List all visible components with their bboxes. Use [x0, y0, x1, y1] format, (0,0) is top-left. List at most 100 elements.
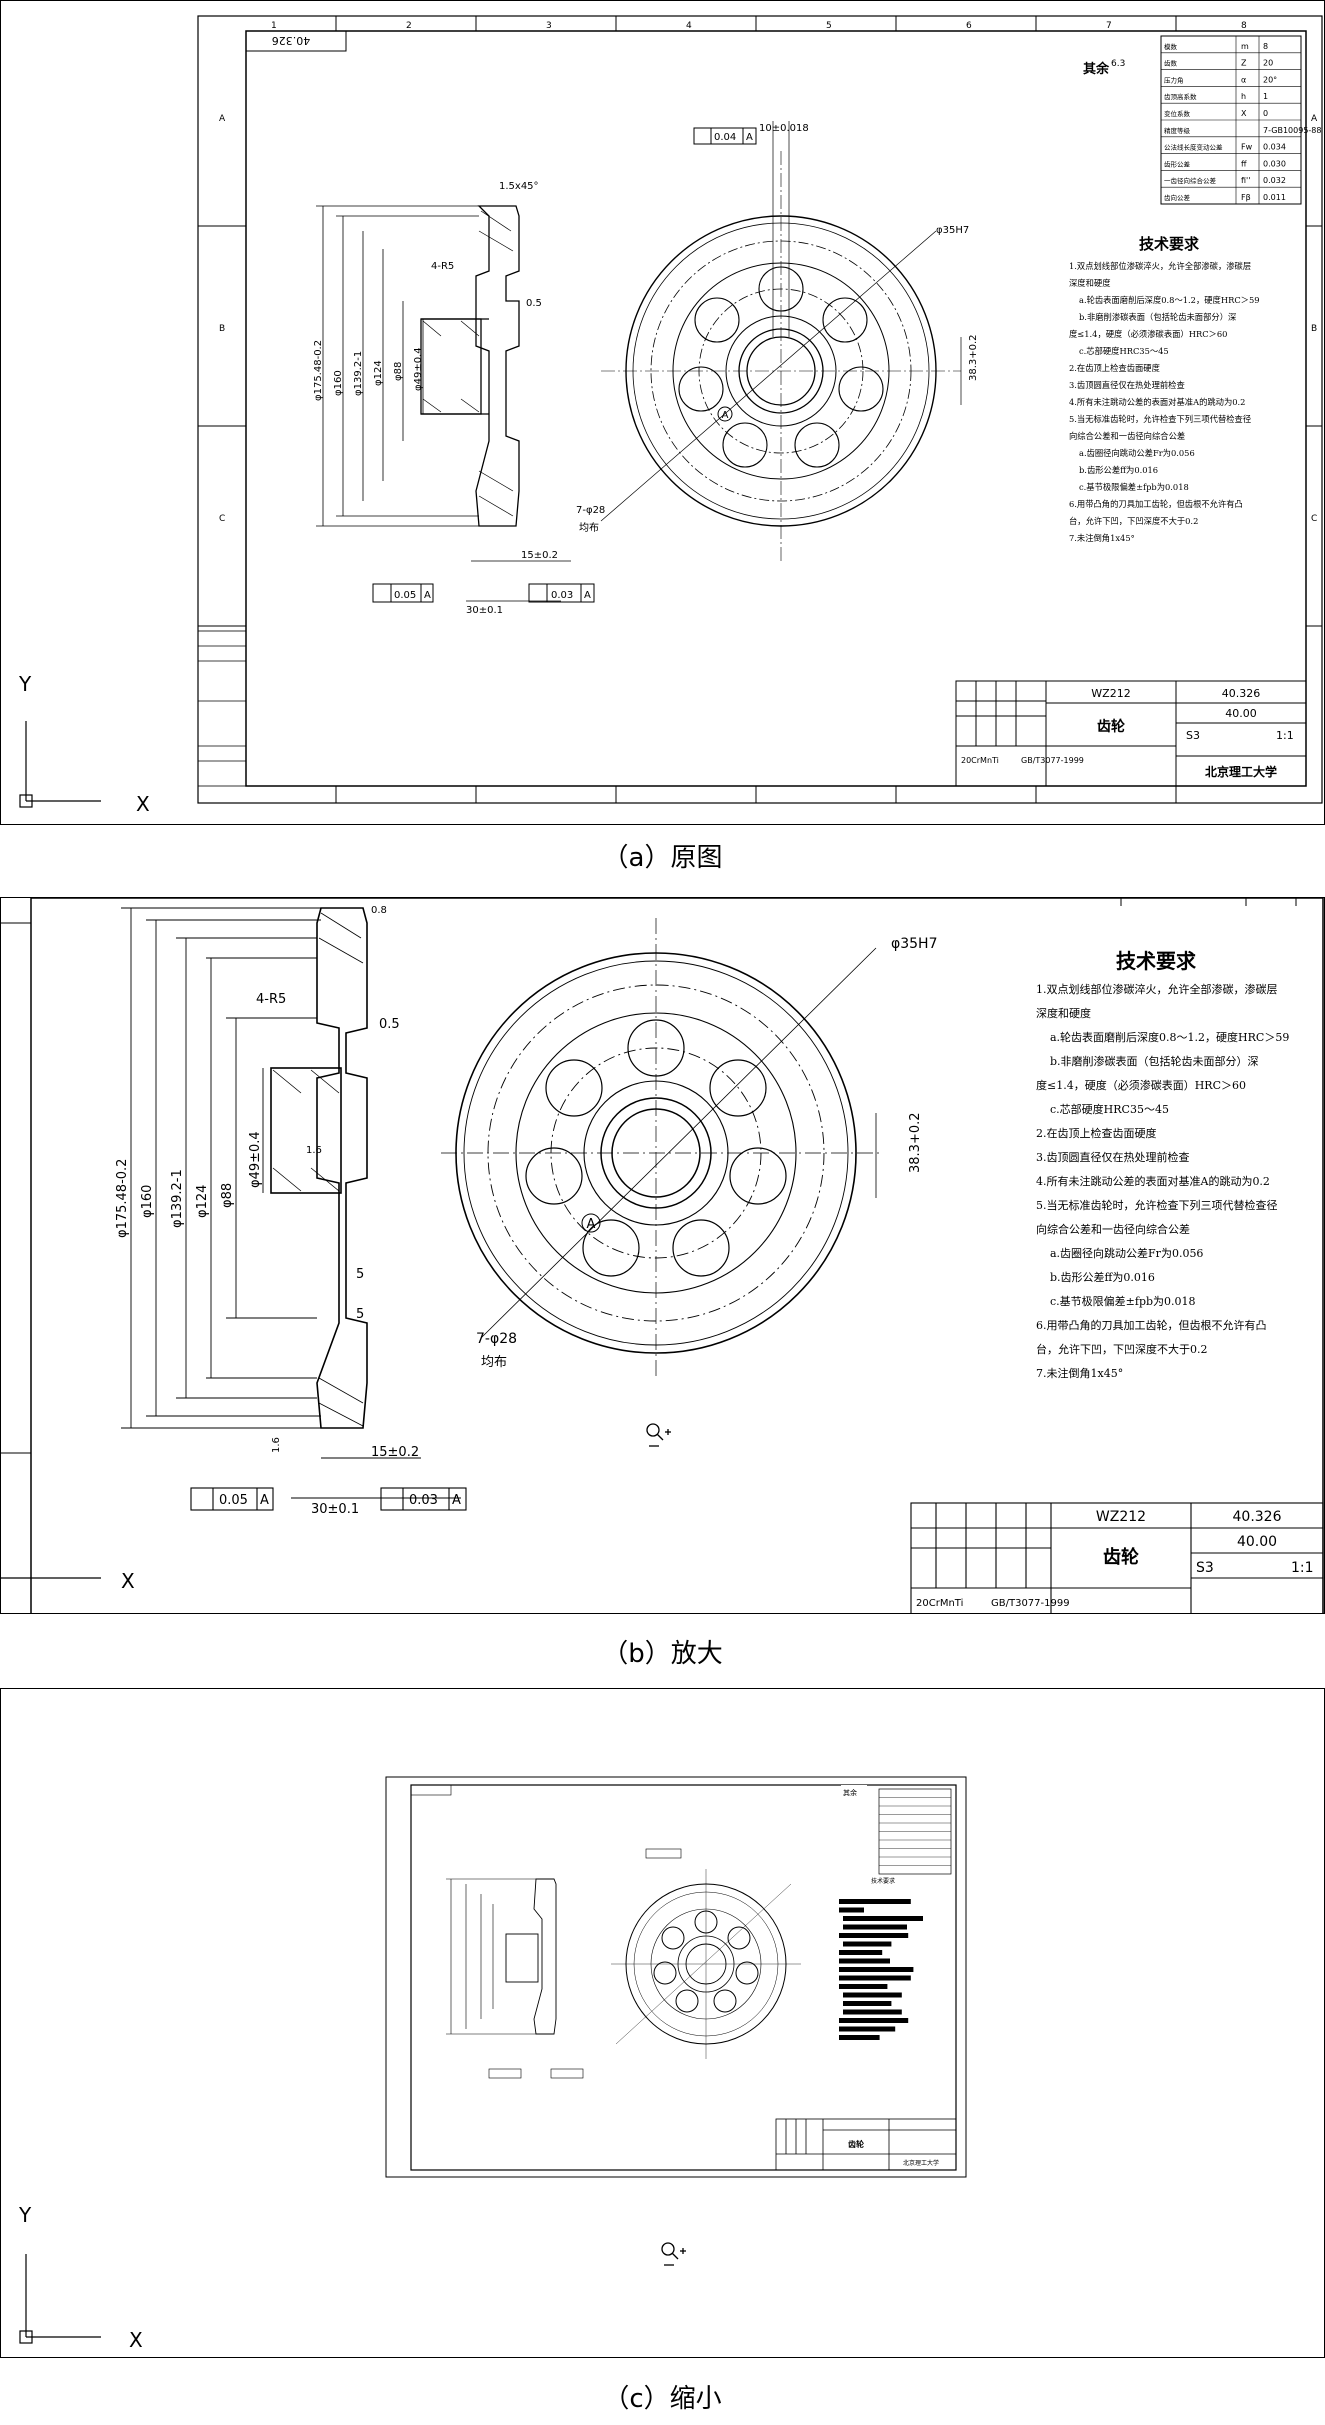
- param-value: 1: [1263, 92, 1268, 101]
- param-value: 20°: [1263, 75, 1277, 84]
- runout-2: 0.03: [551, 590, 573, 601]
- tb-school: 北京理工大学: [1205, 764, 1277, 779]
- caxis-x-label: X: [129, 2328, 143, 2352]
- ztech-item: 2.在齿顶上检查齿面硬度: [1036, 1126, 1157, 1140]
- param-symbol: h: [1241, 92, 1246, 101]
- tech-item: c.基节极限偏差±fpb为0.018: [1079, 482, 1189, 492]
- drawing-canvas-zoomed-out[interactable]: 齿轮 北京理工大学 其余 技术要求 Y X: [1, 1689, 1325, 2358]
- tech-item: b.非磨削渗碳表面（包括轮齿未面部分）深: [1079, 312, 1236, 322]
- tech-item: b.齿形公差ff为0.016: [1079, 465, 1158, 475]
- zdim-r08: 0.8: [371, 905, 387, 916]
- param-name: 齿数: [1164, 59, 1178, 68]
- ztech-item: b.非磨削渗碳表面（包括轮齿未面部分）深: [1050, 1054, 1259, 1068]
- panel-zoom-in: φ175.48-0.2 φ160 φ139.2-1 φ124 φ88 φ49±0…: [0, 897, 1325, 1614]
- svg-text:3: 3: [546, 21, 552, 31]
- mini-tech-line: [839, 2035, 880, 2040]
- ztb-material: 20CrMnTi: [916, 1598, 963, 1609]
- param-name: 公法线长度变动公差: [1164, 143, 1223, 152]
- ztech-item: c.基节极限偏差±fpb为0.018: [1050, 1294, 1196, 1308]
- zdim-w15: 15±0.2: [371, 1445, 419, 1460]
- mini-tech-line: [839, 1933, 909, 1938]
- roughness-note: 其余: [1083, 61, 1110, 77]
- ztech-item: 台，允许下凹，下凹深度不大于0.2: [1036, 1342, 1208, 1356]
- ztb-stage: S3: [1196, 1560, 1214, 1576]
- mini-tech-line: [839, 1975, 911, 1981]
- caption-zoom-out: （c）缩小: [603, 2384, 722, 2414]
- key-height: 38.3+0.2: [968, 334, 979, 381]
- param-symbol: α: [1241, 75, 1246, 84]
- zoom-cursor-icon-2: [661, 2242, 686, 2266]
- ztb-scale: 1:1: [1291, 1560, 1314, 1576]
- mini-tech-line: [843, 2009, 902, 2015]
- param-name: 齿顶高系数: [1164, 92, 1197, 101]
- datum-a-1: A: [424, 590, 431, 601]
- svg-text:B: B: [219, 324, 225, 334]
- dim-d124: φ124: [373, 360, 384, 386]
- param-symbol: ff: [1241, 159, 1247, 168]
- zdim-d160: φ160: [140, 1185, 155, 1218]
- ztb-mass: 40.00: [1237, 1534, 1277, 1550]
- zdim-r16a: 1.6: [306, 1145, 322, 1156]
- tb-mass: 40.00: [1225, 707, 1257, 720]
- ztech-title: 技术要求: [1116, 949, 1197, 973]
- axis-x-label: X: [136, 792, 150, 816]
- ztech-item: 4.所有未注跳动公差的表面对基准A的跳动为0.2: [1036, 1174, 1270, 1188]
- param-symbol: m: [1241, 42, 1249, 51]
- datum-a-3: A: [746, 132, 753, 143]
- mini-tech-line: [839, 2026, 896, 2032]
- dim-w15: 15±0.2: [521, 550, 558, 561]
- zdim-w30: 30±0.1: [311, 1502, 359, 1517]
- svg-text:B: B: [1311, 324, 1317, 334]
- dim-chamfer: 1.5x45°: [499, 181, 539, 192]
- mini-drawing: 齿轮 北京理工大学 其余 技术要求: [385, 1776, 967, 2178]
- svg-text:8: 8: [1241, 21, 1247, 31]
- ztitle-block: [910, 1502, 1324, 1613]
- dim-d49: φ49±0.4: [413, 347, 424, 391]
- ztech-item: b.齿形公差ff为0.016: [1050, 1270, 1155, 1284]
- dim-d160: φ160: [333, 370, 344, 396]
- axis-y-label: Y: [18, 672, 32, 696]
- ztech-item: a.齿圈径向跳动公差Fr为0.056: [1050, 1246, 1203, 1260]
- zdim-r5: 4-R5: [256, 992, 286, 1007]
- zdim-r16b: 1.6: [271, 1437, 282, 1453]
- param-name: 齿向公差: [1164, 193, 1191, 202]
- runout-1: 0.05: [394, 590, 416, 601]
- ztech-item: a.轮齿表面磨削后深度0.8～1.2，硬度HRC＞59: [1050, 1030, 1289, 1044]
- ucs-axis-icon-2: [19, 2254, 101, 2344]
- mtech-title: 技术要求: [871, 1877, 895, 1885]
- mini-tech-line: [839, 1958, 890, 1964]
- zholes-note: 均布: [481, 1355, 507, 1370]
- mini-tech-line: [843, 2001, 892, 2006]
- zholes-dim: 7-φ28: [476, 1331, 517, 1347]
- tb-material: 20CrMnTi: [961, 756, 999, 765]
- dim-d175: φ175.48-0.2: [313, 340, 324, 401]
- svg-text:4: 4: [686, 21, 692, 31]
- svg-text:5: 5: [826, 21, 832, 31]
- param-name: 模数: [1164, 42, 1178, 51]
- zdim-d124: φ124: [195, 1185, 210, 1218]
- ucs-axis-icon: [19, 721, 101, 808]
- mtb-school: 北京理工大学: [903, 2159, 939, 2167]
- key-width: 10±0.018: [759, 123, 809, 134]
- param-symbol: X: [1241, 109, 1247, 118]
- ztb-part: 齿轮: [1103, 1546, 1139, 1568]
- svg-text:2: 2: [406, 21, 412, 31]
- zdim-5a: 5: [356, 1267, 364, 1282]
- drawing-canvas-zoomed[interactable]: φ175.48-0.2 φ160 φ139.2-1 φ124 φ88 φ49±0…: [1, 898, 1325, 1614]
- ztech-item: 7.未注倒角1x45°: [1036, 1366, 1123, 1380]
- flatness: 0.04: [714, 132, 736, 143]
- zaxis-x-label: X: [121, 1569, 135, 1593]
- param-name: 精度等级: [1164, 126, 1191, 135]
- caption-zoom-in: （b）放大: [602, 1639, 723, 1669]
- param-name: 压力角: [1164, 75, 1184, 84]
- ztech-item: 向综合公差和一齿径向综合公差: [1036, 1222, 1190, 1236]
- zdim-05: 0.5: [379, 1017, 400, 1032]
- ztech-item: 深度和硬度: [1036, 1006, 1091, 1020]
- tech-item: 度≤1.4，硬度（必须渗碳表面）HRC＞60: [1069, 329, 1227, 339]
- zdatum-a1: A: [260, 1493, 269, 1508]
- svg-text:1: 1: [271, 21, 277, 31]
- param-value: 0.030: [1263, 159, 1286, 168]
- mtb-part: 齿轮: [848, 2139, 864, 2149]
